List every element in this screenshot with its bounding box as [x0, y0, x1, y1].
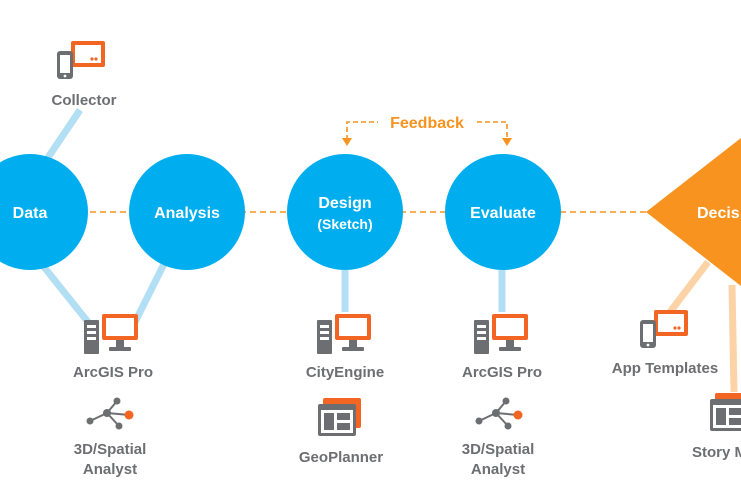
tool-geoplanner-label: GeoPlanner — [299, 449, 383, 466]
network-nodes-icon — [85, 396, 135, 431]
node-analysis[interactable]: Analysis — [129, 154, 245, 270]
tool-spatial-1-label-line2: Analyst — [83, 461, 137, 478]
node-design-sublabel: (Sketch) — [317, 216, 372, 232]
tool-arcgis-pro-1: ArcGIS Pro — [73, 314, 153, 381]
node-design[interactable]: Design (Sketch) — [287, 154, 403, 270]
tablet-phone-icon — [640, 310, 688, 348]
desktop-computer-icon — [474, 314, 528, 354]
feedback-loop: Feedback — [342, 115, 512, 146]
connector-data-collector — [42, 108, 83, 164]
tool-spatial-analyst-1: 3D/Spatial Analyst — [74, 396, 147, 478]
tool-app-templates: App Templates — [612, 310, 718, 377]
node-design-label: Design — [318, 195, 371, 212]
feedback-label: Feedback — [390, 115, 464, 132]
browser-window-icon — [318, 398, 361, 436]
tablet-phone-icon — [57, 41, 105, 79]
node-evaluate-label: Evaluate — [470, 205, 536, 222]
connector-decision-storymaps — [728, 284, 738, 393]
tool-spatial-2-label-line1: 3D/Spatial — [462, 441, 535, 458]
node-data[interactable]: Data — [0, 154, 88, 270]
tool-app-templates-label: App Templates — [612, 360, 718, 377]
tool-cityengine: CityEngine — [306, 314, 384, 381]
node-data-label: Data — [13, 205, 48, 222]
node-decision[interactable]: Decis — [646, 138, 741, 286]
feedback-right-line — [477, 121, 508, 140]
tool-geoplanner: GeoPlanner — [299, 398, 383, 466]
tool-arcgis-pro-2: ArcGIS Pro — [462, 314, 542, 381]
browser-window-icon — [710, 393, 741, 431]
node-analysis-label: Analysis — [154, 205, 220, 222]
desktop-computer-icon — [84, 314, 138, 354]
node-evaluate[interactable]: Evaluate — [445, 154, 561, 270]
feedback-left-line — [346, 121, 378, 140]
tool-spatial-2-label-line2: Analyst — [471, 461, 525, 478]
tool-story-maps-label: Story M — [692, 444, 741, 461]
node-decision-label: Decis — [697, 205, 740, 222]
connector-analysis-arcgis — [131, 260, 169, 324]
tool-spatial-1-label-line1: 3D/Spatial — [74, 441, 147, 458]
desktop-computer-icon — [317, 314, 371, 354]
tool-arcgis-pro-2-label: ArcGIS Pro — [462, 364, 542, 381]
feedback-arrow-right — [502, 138, 512, 146]
connector-decision-apptemplates — [667, 259, 711, 315]
tool-cityengine-label: CityEngine — [306, 364, 384, 381]
feedback-arrow-left — [342, 138, 352, 146]
connectors — [37, 108, 738, 393]
tool-collector-label: Collector — [51, 92, 116, 109]
tool-spatial-analyst-2: 3D/Spatial Analyst — [462, 396, 535, 478]
network-nodes-icon — [474, 396, 524, 431]
connector-data-arcgis — [37, 259, 91, 325]
tool-collector: Collector — [51, 41, 117, 109]
tool-story-maps: Story M — [692, 393, 741, 461]
tool-arcgis-pro-1-label: ArcGIS Pro — [73, 364, 153, 381]
